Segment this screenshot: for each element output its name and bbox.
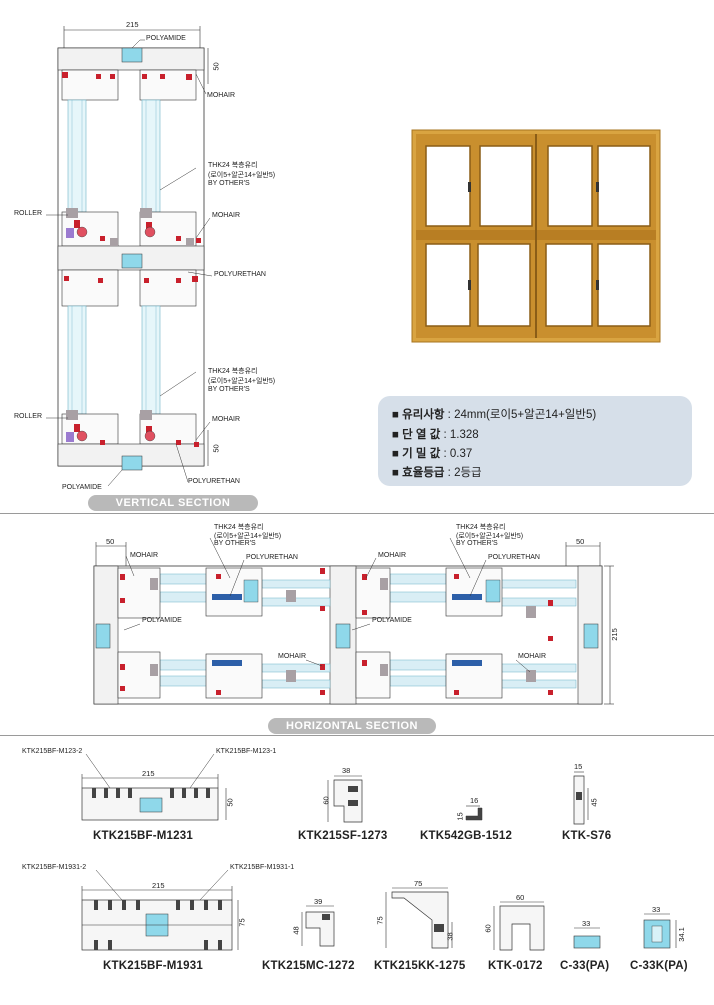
profile-name-c33kpa: C-33K(PA) [630, 960, 688, 972]
label-mohair-1: MOHAIR [207, 92, 235, 99]
spec-row: ■ 단 열 값 : 1.328 [392, 429, 479, 441]
mc1272-width-dim: 39 [314, 897, 323, 906]
profile-name-kk1275: KTK215KK-1275 [374, 960, 466, 972]
label-polyamide-left: POLYAMIDE [142, 617, 182, 624]
s76-width-dim: 15 [574, 762, 583, 771]
label-glass-left-line3: BY OTHER'S [214, 540, 256, 547]
label-mohair-center: MOHAIR [378, 552, 406, 559]
label-mohair-3: MOHAIR [212, 416, 240, 423]
profile-name-mc1272: KTK215MC-1272 [262, 960, 355, 972]
label-mohair-2: MOHAIR [212, 212, 240, 219]
profile-name-s76: KTK-S76 [562, 830, 612, 842]
m1931-width-dim: 215 [152, 881, 165, 890]
label-mohair-lower-left: MOHAIR [278, 653, 306, 660]
kk1275-width-dim: 75 [414, 879, 423, 888]
label-polyurethan-1: POLYURETHAN [214, 271, 266, 278]
c33kpa-height-dim: 34.1 [676, 927, 686, 942]
horizontal-height-dim: 215 [609, 628, 619, 641]
divider-2 [0, 735, 714, 736]
profile-name-gb1512: KTK542GB-1512 [420, 830, 513, 842]
label-glass-1-line3: BY OTHER'S [208, 180, 250, 187]
label-mohair-lower-right: MOHAIR [518, 653, 546, 660]
s76-height-dim: 45 [589, 798, 599, 807]
spec-key: 효율등급 [402, 467, 445, 479]
k0172-width-dim: 60 [516, 893, 525, 902]
spec-row: ■ 기 밀 값 : 0.37 [392, 448, 473, 460]
spec-box: ■ 유리사항 : 24mm(로이5+알곤14+일반5) ■ 단 열 값 : 1.… [378, 396, 692, 486]
label-glass-left-line2: (로이5+알곤14+일반5) [214, 533, 282, 540]
spec-key: 유리사항 [402, 409, 445, 421]
label-polyurethan-right: POLYURETHAN [488, 554, 540, 561]
vertical-section-title: VERTICAL SECTION [88, 495, 258, 511]
profile-name-sf1273: KTK215SF-1273 [298, 830, 388, 842]
spec-value: 2등급 [454, 467, 482, 479]
label-glass-right-line3: BY OTHER'S [456, 540, 498, 547]
c33pa-width-dim: 33 [582, 919, 591, 928]
spec-key: 기 밀 값 [402, 448, 441, 460]
m1231-width-dim: 215 [142, 769, 155, 778]
label-glass-right-line2: (로이5+알곤14+일반5) [456, 533, 524, 540]
gb1512-height-dim: 15 [455, 812, 465, 821]
gb1512-width-dim: 16 [470, 796, 479, 805]
spec-key: 단 열 값 [402, 429, 441, 441]
label-polyurethan-left: POLYURETHAN [246, 554, 298, 561]
label-glass-left-line1: THK24 복층유리 [214, 524, 264, 531]
label-polyurethan-2: POLYURETHAN [188, 478, 240, 485]
profile-name-c33pa: C-33(PA) [560, 960, 610, 972]
vertical-width-dim: 215 [126, 20, 139, 29]
label-glass-right-line1: THK24 복층유리 [456, 524, 506, 531]
kk1275-height2-dim: 38 [445, 932, 455, 941]
label-m123-1: KTK215BF-M123-1 [216, 748, 277, 755]
m1231-height-dim: 50 [225, 798, 235, 807]
profile-name-m1931: KTK215BF-M1931 [103, 960, 203, 972]
mc1272-height-dim: 48 [291, 926, 301, 935]
spec-value: 0.37 [449, 448, 473, 460]
label-glass-2-line2: (로이5+알곤14+일반5) [208, 378, 276, 385]
m1931-height-dim: 75 [237, 918, 247, 927]
vertical-bottom-dim: 50 [211, 444, 221, 453]
window-product-image [411, 129, 661, 343]
label-glass-1-line2: (로이5+알곤14+일반5) [208, 172, 276, 179]
kk1275-height-dim: 75 [375, 916, 385, 925]
spec-row: ■ 효율등급 : 2등급 [392, 467, 482, 479]
label-polyamide-bottom: POLYAMIDE [62, 484, 102, 491]
horizontal-left-dim: 50 [106, 537, 115, 546]
spec-value: 1.328 [449, 429, 479, 441]
horizontal-right-dim: 50 [576, 537, 585, 546]
horizontal-section-title: HORIZONTAL SECTION [268, 718, 436, 734]
k0172-height-dim: 60 [483, 924, 493, 933]
sf1273-width-dim: 38 [342, 766, 351, 775]
sf1273-height-dim: 60 [321, 796, 331, 805]
label-polyamide-center: POLYAMIDE [372, 617, 412, 624]
label-polyamide-top: POLYAMIDE [146, 35, 186, 42]
label-m1931-1: KTK215BF-M1931-1 [230, 864, 295, 871]
label-m1931-2: KTK215BF-M1931-2 [22, 864, 87, 871]
label-glass-2-line3: BY OTHER'S [208, 386, 250, 393]
label-mohair-left: MOHAIR [130, 552, 158, 559]
profile-name-m1231: KTK215BF-M1231 [93, 830, 193, 842]
profile-name-k0172: KTK-0172 [488, 960, 543, 972]
spec-value: 24mm(로이5+알곤14+일반5) [454, 409, 597, 421]
vertical-top-dim: 50 [211, 62, 221, 71]
label-m123-2: KTK215BF-M123-2 [22, 748, 83, 755]
spec-row: ■ 유리사항 : 24mm(로이5+알곤14+일반5) [392, 409, 597, 421]
divider-1 [0, 513, 714, 514]
label-roller-1: ROLLER [14, 210, 43, 217]
label-glass-1-line1: THK24 복층유리 [208, 162, 258, 169]
label-glass-2-line1: THK24 복층유리 [208, 368, 258, 375]
c33kpa-width-dim: 33 [652, 905, 661, 914]
label-roller-2: ROLLER [14, 413, 43, 420]
